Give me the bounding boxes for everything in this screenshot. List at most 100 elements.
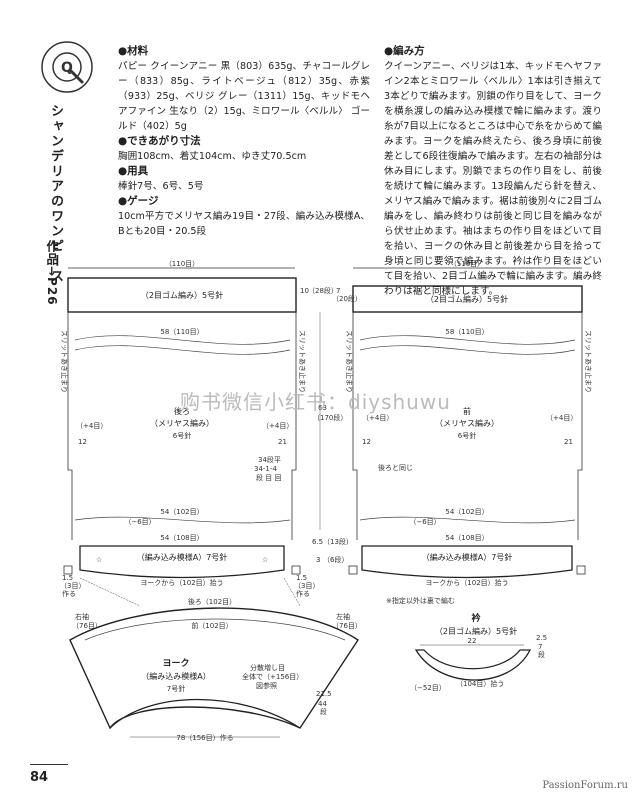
- back-length-170: （170段）: [313, 413, 347, 422]
- front-name: 前: [463, 406, 471, 416]
- front-rib-rows-b: （20段）: [332, 294, 362, 303]
- back-slit-left: スリットあき止まり: [60, 330, 69, 393]
- front-pattern-label: （編み込み模様A）7号針: [422, 552, 513, 562]
- front-same-as-back: 後ろと同じ: [378, 463, 413, 472]
- back-pattern-label: （編み込み模様A）7号針: [137, 552, 228, 562]
- method-text: クイーンアニー、ベリジは1本、キッドモヘヤファイン2本とミロワール〈ベルル〉1本…: [384, 61, 602, 297]
- back-side-pick-left: 作る: [62, 589, 76, 598]
- watermark: 购书微信小红书：diyshuwu: [180, 390, 451, 414]
- back-side-pick-right: 作る: [296, 589, 310, 598]
- collar-pick: （104目）拾う: [456, 679, 504, 688]
- front-slit-left: スリットあき止まり: [345, 330, 354, 393]
- gauge-text: 10cm平方でメリヤス編み19目・27段、編み込み模様A、Bとも20目・20.5…: [118, 211, 370, 237]
- back-plus4-left: （+4目）: [76, 422, 107, 430]
- back-rib-rows-b: （28段）: [308, 286, 338, 295]
- front-width-54b: 54（108目）: [445, 534, 488, 542]
- yoke-inc3: 図参照: [256, 681, 277, 690]
- back-num-12: 12: [78, 438, 87, 446]
- back-side-15-left: 1.5: [62, 574, 73, 582]
- collar-panel: 衿 （2目ゴム編み）5号針 22 2.5 7 段 （−52目） （104目）拾う: [410, 612, 547, 692]
- yoke-right-sleeve-n: （76目）: [72, 622, 102, 630]
- yoke-inc2: 全体で（+156目）: [242, 672, 303, 681]
- yoke-depth: 21.5: [316, 690, 332, 698]
- page-rule: [30, 764, 68, 765]
- back-plus4-right: （+4目）: [262, 422, 293, 430]
- front-width-54a: 54（102目）: [445, 508, 488, 516]
- back-yoke-pick: ヨークから（102目）拾う: [140, 578, 223, 587]
- back-top-width: （110目）: [165, 260, 199, 268]
- back-side-15-right: 1.5: [296, 574, 307, 582]
- back-width-54b: 54（108目）: [160, 534, 203, 542]
- collar-name: 衿: [471, 612, 480, 624]
- back-side-3-right: （3目）: [294, 582, 319, 590]
- page-number: 84: [30, 770, 49, 785]
- materials-text: パピー クイーンアニー 黒（803）635g、チャコールグレー（833）85g、…: [118, 61, 370, 132]
- collar-h7: 7: [538, 643, 542, 651]
- q-logo: Q: [40, 40, 94, 94]
- back-num-21: 21: [278, 438, 287, 446]
- project-title: シャンデリアのワンピース: [48, 104, 63, 284]
- back-slit-right: スリットあき止まり: [298, 330, 307, 393]
- method-column: ●編み方 クイーンアニー、ベリジは1本、キッドモヘヤファイン2本とミロワール〈ベ…: [384, 44, 602, 299]
- tools-text: 棒針7号、6号、5号: [118, 181, 204, 192]
- front-plus4-left: （+4目）: [362, 414, 393, 422]
- back-rib-label: （2目ゴム編み）5号針: [141, 290, 223, 300]
- gauge-heading: ●ゲージ: [118, 195, 159, 207]
- yoke-pattern: （編み込み模様A）: [141, 671, 210, 681]
- size-text: 胸囲108cm、着丈104cm、ゆき丈70.5cm: [118, 151, 307, 162]
- work-reference: 作品→P26: [45, 240, 59, 306]
- yoke-inc1: 分散増し目: [250, 663, 285, 672]
- collar-minus52: （−52目）: [410, 684, 446, 692]
- front-stitch: （メリヤス編み）: [435, 418, 499, 428]
- collar-rib: （2目ゴム編み）5号針: [435, 626, 517, 636]
- front-rib-label: （2目ゴム編み）5号針: [426, 294, 508, 304]
- back-h13: （13段）: [323, 537, 353, 546]
- back-star-right: ☆: [262, 556, 268, 564]
- collar-h25: 2.5: [536, 634, 547, 642]
- yoke-left-sleeve: 左袖: [336, 612, 350, 621]
- front-width-58: 58（110目）: [445, 328, 488, 336]
- front-num-21: 21: [564, 438, 573, 446]
- yoke-panel: 後ろ（102目） 前（102目） 右袖 （76目） 左袖 （76目） ヨーク （…: [69, 597, 362, 742]
- front-top-width: （110目）: [450, 260, 484, 268]
- collar-rows: 段: [538, 650, 545, 659]
- tools-heading: ●用具: [118, 165, 149, 177]
- back-dec-rule3: 段 目 回: [256, 473, 281, 482]
- back-h65: 6.5: [312, 538, 323, 546]
- yoke-needle: 7号針: [167, 684, 185, 693]
- back-h3: 3: [316, 556, 320, 564]
- front-rib-rows: 7: [336, 287, 340, 295]
- yoke-depth-rows-b: 段: [320, 707, 327, 716]
- front-minus6: （−6目）: [409, 518, 440, 526]
- back-h6: （6段）: [323, 555, 348, 564]
- back-needle: 6号針: [173, 431, 191, 440]
- materials-column: ●材料 パピー クイーンアニー 黒（803）635g、チャコールグレー（833）…: [118, 44, 370, 239]
- back-dec-rule2: 34-1-4: [254, 465, 277, 473]
- yoke-name: ヨーク: [162, 658, 189, 669]
- front-yoke-pick: ヨークから（102目）拾う: [425, 578, 508, 587]
- yoke-left-sleeve-n: （76目）: [332, 622, 362, 630]
- back-width-54a: 54（102目）: [160, 508, 203, 516]
- back-side-3-left: （3目）: [60, 582, 85, 590]
- front-note: ※指定以外は裏で編む: [386, 596, 455, 605]
- front-num-12: 12: [362, 438, 371, 446]
- collar-w22: 22: [468, 637, 477, 645]
- back-minus6: （−6目）: [124, 518, 155, 526]
- size-heading: ●できあがり寸法: [118, 135, 201, 147]
- method-heading: ●編み方: [384, 45, 425, 57]
- back-star-left: ☆: [96, 556, 102, 564]
- back-rib-rows: 10: [300, 287, 309, 295]
- corner-mark: PassionForum.ru: [542, 780, 628, 791]
- yoke-depth-rows: 44: [318, 700, 327, 708]
- back-dec-rule: 34段平: [258, 455, 281, 464]
- front-panel: （110目） （2目ゴム編み）5号針 7 （20段） 58（110目） 前 （メ…: [332, 260, 593, 605]
- back-length-63: 63: [318, 404, 327, 412]
- yoke-back-label: 後ろ（102目）: [188, 597, 236, 606]
- logo-letter: Q: [61, 60, 73, 76]
- yoke-bottom: 78（156目）作る: [176, 733, 233, 742]
- yoke-right-sleeve: 右袖: [75, 612, 89, 621]
- front-slit-right: スリットあき止まり: [584, 330, 593, 393]
- front-plus4-right: （+4目）: [546, 414, 577, 422]
- back-width-58: 58（110目）: [160, 328, 203, 336]
- back-stitch: （メリヤス編み）: [150, 418, 214, 428]
